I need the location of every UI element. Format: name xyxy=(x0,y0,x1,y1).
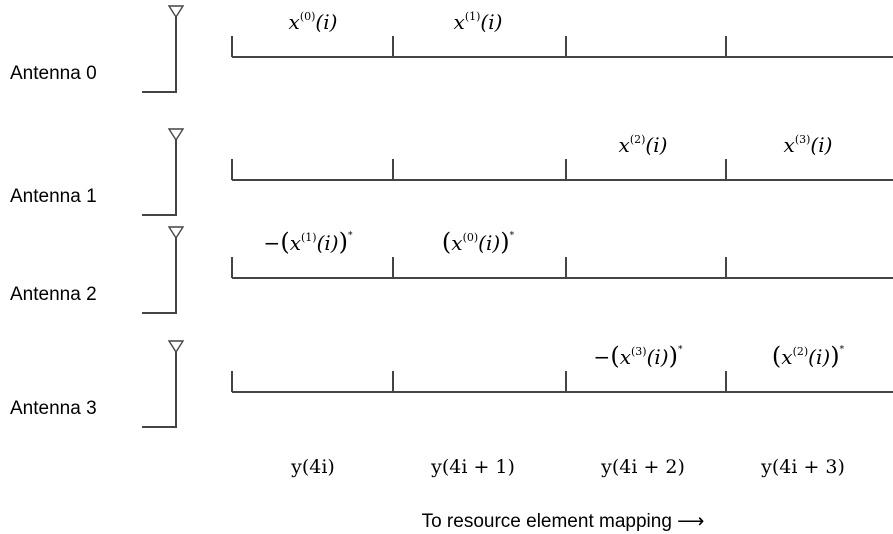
symbol-label: x(2)(i) xyxy=(619,133,668,157)
footer-caption: To resource element mapping ⟶ xyxy=(422,511,705,532)
antenna-row-2: Antenna 2 −(x(1)(i))* (x(0)(i))* xyxy=(10,226,893,314)
symbol-label: (x(2)(i))* xyxy=(772,342,845,370)
antenna-mast xyxy=(142,352,177,428)
antenna-label-1: Antenna 1 xyxy=(10,186,97,207)
antenna-row-3: Antenna 3 −(x(3)(i))* (x(2)(i))* xyxy=(10,340,893,428)
symbol-label: −(x(3)(i))* xyxy=(594,342,683,370)
column-label-1: y(4i + 1) xyxy=(430,456,515,478)
antenna-label-0: Antenna 0 xyxy=(10,63,97,84)
antenna-label-3: Antenna 3 xyxy=(10,398,97,419)
antenna-row-0: Antenna 0 x(0)(i) x(1)(i) xyxy=(10,5,893,93)
antenna-icon xyxy=(167,340,185,354)
antenna-icon xyxy=(167,5,185,19)
antenna-mast xyxy=(142,140,177,216)
antenna-mast xyxy=(142,17,177,93)
antenna-icon xyxy=(167,128,185,142)
symbol-label: x(1)(i) xyxy=(454,10,503,34)
column-label-2: y(4i + 2) xyxy=(600,456,685,478)
antenna-row-1: Antenna 1 x(2)(i) x(3)(i) xyxy=(10,128,893,216)
symbol-label: −(x(1)(i))* xyxy=(264,228,353,256)
symbol-label: (x(0)(i))* xyxy=(442,228,515,256)
column-label-0: y(4i) xyxy=(290,456,335,478)
symbol-label: x(3)(i) xyxy=(784,133,833,157)
column-label-3: y(4i + 3) xyxy=(760,456,845,478)
antenna-mast xyxy=(142,238,177,314)
symbol-label: x(0)(i) xyxy=(289,10,338,34)
antenna-icon xyxy=(167,226,185,240)
antenna-label-2: Antenna 2 xyxy=(10,284,97,305)
